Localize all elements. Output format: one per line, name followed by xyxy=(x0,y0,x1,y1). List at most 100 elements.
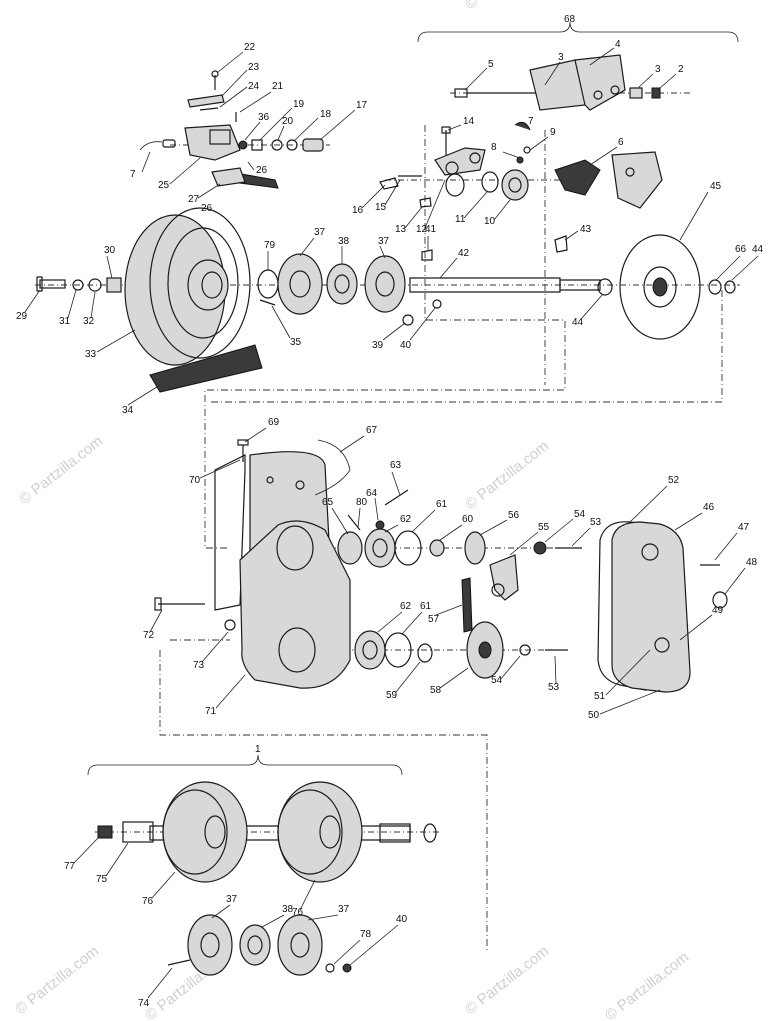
callout-label: 67 xyxy=(366,425,378,436)
callout-label: 36 xyxy=(258,112,270,123)
callout-label: 42 xyxy=(458,248,470,259)
callout-label: 76 xyxy=(292,907,304,918)
washer-9 xyxy=(523,146,531,154)
chaincase-assembly xyxy=(154,439,582,689)
flange-37 xyxy=(277,253,323,315)
hose-67 xyxy=(314,439,351,496)
callout-label: 38 xyxy=(338,236,350,247)
watermark: © Partzilla.com xyxy=(16,433,106,509)
bushing-3 xyxy=(629,87,643,99)
callout-label: 35 xyxy=(290,337,302,348)
ring-61b xyxy=(384,632,412,668)
callout-label: 14 xyxy=(463,116,475,127)
callout-label: 54 xyxy=(491,675,503,686)
callout-label: 53 xyxy=(548,682,560,693)
callout-label: 75 xyxy=(96,874,108,885)
callout-label: 24 xyxy=(248,81,260,92)
callout-label: 16 xyxy=(352,205,364,216)
callout-label: 40 xyxy=(400,340,412,351)
callout-label: 54 xyxy=(574,509,586,520)
callout-label: 25 xyxy=(158,180,170,191)
callout-label: 7 xyxy=(130,169,136,180)
lever-27 xyxy=(211,167,246,187)
callout-label: 64 xyxy=(366,488,378,499)
callout-label: 58 xyxy=(430,685,442,696)
callout-label: 62 xyxy=(400,601,412,612)
callout-label: 38 xyxy=(282,904,294,915)
callout-label: 63 xyxy=(390,460,402,471)
callout-label: 3 xyxy=(558,52,564,63)
nut-39 xyxy=(402,314,414,326)
shaft-42 xyxy=(409,277,561,293)
bolt-29 xyxy=(39,279,66,289)
callout-label: 56 xyxy=(508,510,520,521)
callout-label: 72 xyxy=(143,630,155,641)
sprocket-56 xyxy=(464,531,486,565)
bearing-38b xyxy=(239,924,271,966)
callout-label: 41 xyxy=(425,224,437,235)
oring-48 xyxy=(712,591,728,609)
callout-label: 46 xyxy=(703,502,715,513)
routing-lines xyxy=(159,125,723,950)
callout-label: 62 xyxy=(400,514,412,525)
callout-label: 12 xyxy=(416,224,428,235)
callout-label: 5 xyxy=(488,59,494,70)
callout-label: 44 xyxy=(752,244,764,255)
tensioner-55 xyxy=(489,554,519,601)
spacer-59 xyxy=(417,643,433,663)
clip-35 xyxy=(259,299,276,306)
callout-label: 29 xyxy=(16,311,28,322)
watermark: © Partzilla.com xyxy=(462,0,552,13)
cover-46 xyxy=(611,521,691,693)
callout-label: 22 xyxy=(244,42,256,53)
callout-label: 13 xyxy=(395,224,407,235)
callout-labels: 22 23 24 21 19 36 20 18 17 7 25 26 27 26… xyxy=(16,39,764,1009)
bushing-17 xyxy=(302,138,324,152)
chain-57 xyxy=(461,577,473,633)
ring-61 xyxy=(394,530,422,566)
callout-label: 18 xyxy=(320,109,332,120)
callout-label: 76 xyxy=(142,896,154,907)
callout-label: 26 xyxy=(256,165,268,176)
callout-label: 15 xyxy=(375,202,387,213)
washer-32 xyxy=(88,278,102,292)
group-68-bracket: 68 xyxy=(417,14,739,43)
nut-54b xyxy=(519,644,531,656)
clip-16 xyxy=(379,177,399,190)
callout-label: 52 xyxy=(668,475,680,486)
flange-37b xyxy=(364,255,406,313)
disc-45 xyxy=(619,234,701,340)
callout-label: 11 xyxy=(455,214,466,225)
belt-34 xyxy=(149,344,263,393)
callout-label: 80 xyxy=(356,497,368,508)
callout-label: 48 xyxy=(746,557,758,568)
washer-78 xyxy=(325,963,335,973)
washer-66 xyxy=(708,279,722,295)
leader-lines xyxy=(24,47,759,999)
bearing-38 xyxy=(326,263,358,305)
nut-40 xyxy=(432,299,442,309)
bushing-10 xyxy=(501,169,529,201)
linkage-assembly xyxy=(379,121,663,209)
watermark: © Partzilla.com xyxy=(602,949,692,1021)
watermark: © Partzilla.com xyxy=(12,943,102,1019)
callout-label: 19 xyxy=(293,99,305,110)
callout-label: 59 xyxy=(386,690,398,701)
nut-8 xyxy=(516,156,524,164)
brake-lever-assembly xyxy=(139,70,330,189)
callout-label: 9 xyxy=(550,127,556,138)
nut-54 xyxy=(533,541,547,555)
group-label-68: 68 xyxy=(564,14,576,25)
callout-label: 37 xyxy=(226,894,238,905)
callout-label: 23 xyxy=(248,62,260,73)
seal-65 xyxy=(337,531,363,565)
callout-label: 26 xyxy=(201,203,213,214)
callout-label: 31 xyxy=(59,316,71,327)
chaincase-back xyxy=(214,454,246,611)
callout-label: 44 xyxy=(572,317,584,328)
nut-73 xyxy=(224,619,236,631)
callout-label: 69 xyxy=(268,417,280,428)
callout-label: 55 xyxy=(538,522,550,533)
flange-37c xyxy=(187,914,233,976)
